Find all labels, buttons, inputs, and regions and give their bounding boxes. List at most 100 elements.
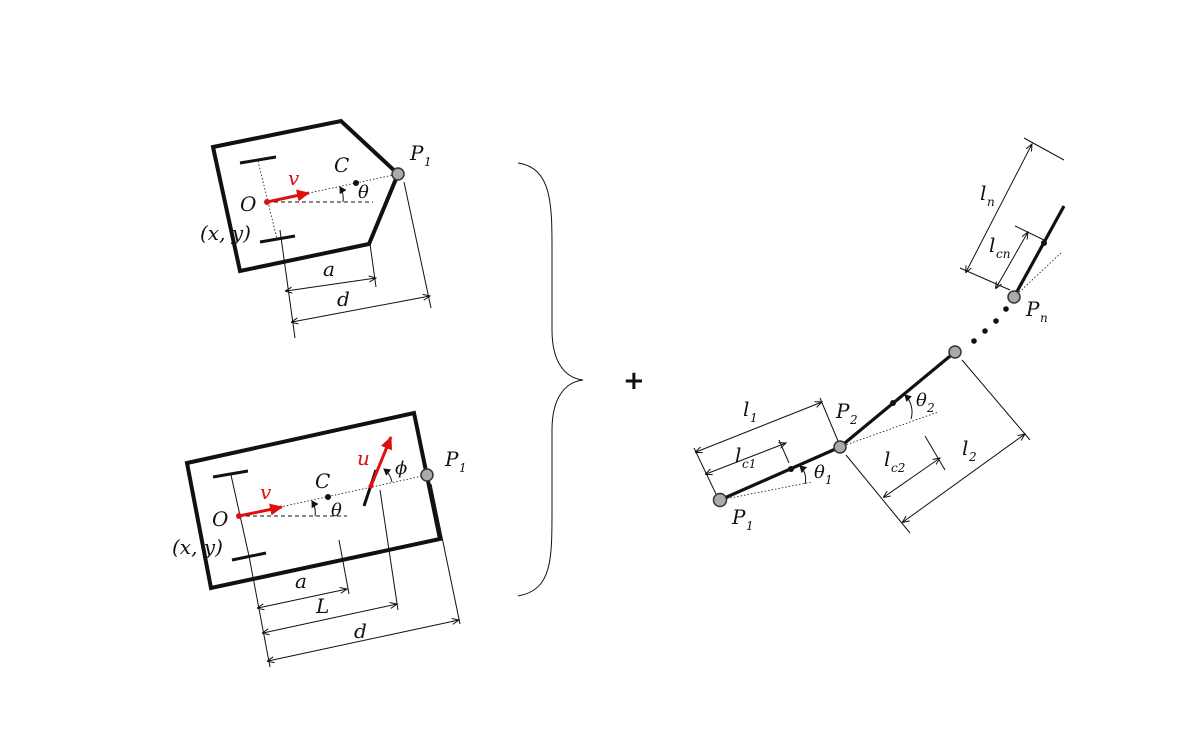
link-1-center-point bbox=[788, 466, 794, 472]
ext-lcn-end bbox=[1014, 225, 1045, 241]
robot-1-theta-arc bbox=[339, 186, 347, 203]
link-chain: P 1 P 2 P n l 1 l c1 θ 1 θ 2 l c2 bbox=[693, 137, 1066, 534]
svg-text:1: 1 bbox=[746, 519, 754, 533]
dim-l2 bbox=[903, 434, 1025, 522]
robot-2-steering-point bbox=[368, 483, 374, 489]
robot-1-label-P1: P 1 bbox=[409, 141, 432, 169]
chain-ellipsis-dot bbox=[971, 338, 977, 344]
robot-2-label-P1: P 1 bbox=[444, 447, 467, 475]
svg-text:P: P bbox=[835, 399, 850, 423]
svg-text:1: 1 bbox=[825, 473, 833, 487]
robot-2-dim-d bbox=[268, 620, 459, 661]
theta-2-arc bbox=[904, 394, 913, 420]
robot-2-label-d: d bbox=[354, 619, 367, 643]
robot-2-phi-arc bbox=[383, 468, 393, 483]
link-n-center-point bbox=[1041, 240, 1047, 246]
label-l1: l 1 bbox=[743, 397, 758, 425]
label-P2: P 2 bbox=[835, 399, 858, 427]
svg-text:2: 2 bbox=[849, 413, 858, 427]
dim-ln bbox=[966, 144, 1032, 272]
link-n-reference-line bbox=[1013, 251, 1063, 298]
svg-text:c2: c2 bbox=[891, 461, 905, 475]
robot-1-label-xy: (x, y) bbox=[200, 221, 251, 245]
robot-1-wheel-top bbox=[239, 155, 277, 165]
link-2-center-point bbox=[890, 400, 896, 406]
svg-text:P: P bbox=[409, 141, 424, 165]
svg-text:θ: θ bbox=[916, 390, 927, 411]
robot-2-origin-point bbox=[236, 513, 242, 519]
robot-2-label-theta: θ bbox=[331, 500, 342, 521]
robot-2-label-u: u bbox=[357, 446, 370, 470]
svg-text:2: 2 bbox=[926, 401, 935, 415]
chain-ellipsis-dot bbox=[982, 328, 988, 334]
robot-1-label-O: O bbox=[240, 192, 256, 216]
joint-P1 bbox=[712, 492, 728, 508]
theta-1-arc bbox=[799, 465, 808, 485]
label-lc1: l c1 bbox=[735, 443, 756, 471]
robot-2-label-O: O bbox=[212, 507, 228, 531]
svg-text:P: P bbox=[1025, 297, 1040, 321]
svg-text:l: l bbox=[884, 447, 890, 471]
link-n bbox=[1012, 205, 1066, 298]
robot-2-steering-velocity bbox=[369, 436, 393, 487]
robot-1-axle-line bbox=[257, 160, 278, 240]
robot-2-ext-a bbox=[338, 539, 350, 595]
ext-l2-end bbox=[961, 359, 1031, 441]
plus-sign: + bbox=[623, 366, 645, 396]
svg-text:cn: cn bbox=[996, 247, 1010, 261]
ext-ln-start bbox=[959, 267, 1011, 291]
label-lc2: l c2 bbox=[884, 447, 905, 475]
robot-1-label-theta: θ bbox=[358, 182, 369, 203]
label-lcn: l cn bbox=[989, 233, 1010, 261]
label-ln: l n bbox=[980, 181, 995, 209]
robot-1-wheel-bottom bbox=[259, 234, 296, 244]
link-1-reference-line bbox=[719, 481, 813, 501]
svg-text:n: n bbox=[1040, 311, 1048, 325]
label-P1: P 1 bbox=[731, 505, 754, 533]
svg-text:l: l bbox=[989, 233, 995, 257]
robot-1: O v C θ (x, y) P 1 a d bbox=[200, 118, 432, 339]
robot-2-dim-L bbox=[263, 604, 397, 633]
robot-1-velocity-arrow bbox=[266, 189, 310, 204]
svg-text:l: l bbox=[980, 181, 986, 205]
robot-1-label-C: C bbox=[334, 153, 349, 177]
joint-P2 bbox=[833, 440, 847, 454]
svg-text:n: n bbox=[987, 195, 995, 209]
label-theta2: θ 2 bbox=[916, 390, 935, 415]
robot-2-label-xy: (x, y) bbox=[172, 535, 223, 559]
robot-2: O v C θ u ϕ (x, y) P 1 a L d bbox=[172, 410, 467, 668]
robot-2-body bbox=[184, 410, 443, 591]
svg-text:1: 1 bbox=[750, 411, 758, 425]
robot-2-label-L: L bbox=[315, 594, 329, 618]
chain-ellipsis-dot bbox=[993, 318, 999, 324]
robot-2-label-phi: ϕ bbox=[395, 458, 407, 479]
svg-text:c1: c1 bbox=[742, 457, 756, 471]
robot-2-velocity-arrow bbox=[238, 503, 283, 518]
link-2 bbox=[838, 350, 957, 449]
svg-text:l: l bbox=[735, 443, 741, 467]
svg-text:1: 1 bbox=[459, 461, 467, 475]
robot-1-center-point bbox=[353, 180, 359, 186]
robot-2-label-v: v bbox=[260, 480, 272, 504]
robot-2-wheel-top bbox=[212, 469, 249, 479]
robot-2-label-a: a bbox=[295, 569, 307, 593]
chain-ellipsis-dot bbox=[1003, 306, 1009, 312]
joint-P3 bbox=[948, 345, 962, 359]
robot-1-body bbox=[210, 118, 401, 274]
svg-text:P: P bbox=[731, 505, 746, 529]
robot-1-ext-a bbox=[369, 243, 377, 288]
joint-Pn bbox=[1007, 290, 1021, 304]
robot-1-joint-P1 bbox=[391, 167, 405, 181]
svg-text:P: P bbox=[444, 447, 459, 471]
robot-2-ext-d bbox=[430, 483, 461, 625]
robot-1-ext-d bbox=[403, 181, 432, 309]
svg-text:1: 1 bbox=[424, 155, 432, 169]
robot-2-ext-L bbox=[379, 489, 399, 611]
svg-text:θ: θ bbox=[814, 462, 825, 483]
robot-2-joint-P1 bbox=[420, 468, 434, 482]
robot-1-label-d: d bbox=[337, 287, 350, 311]
robot-1-origin-point bbox=[264, 199, 270, 205]
ext-ln-end bbox=[1023, 137, 1065, 161]
curly-brace bbox=[517, 162, 584, 597]
